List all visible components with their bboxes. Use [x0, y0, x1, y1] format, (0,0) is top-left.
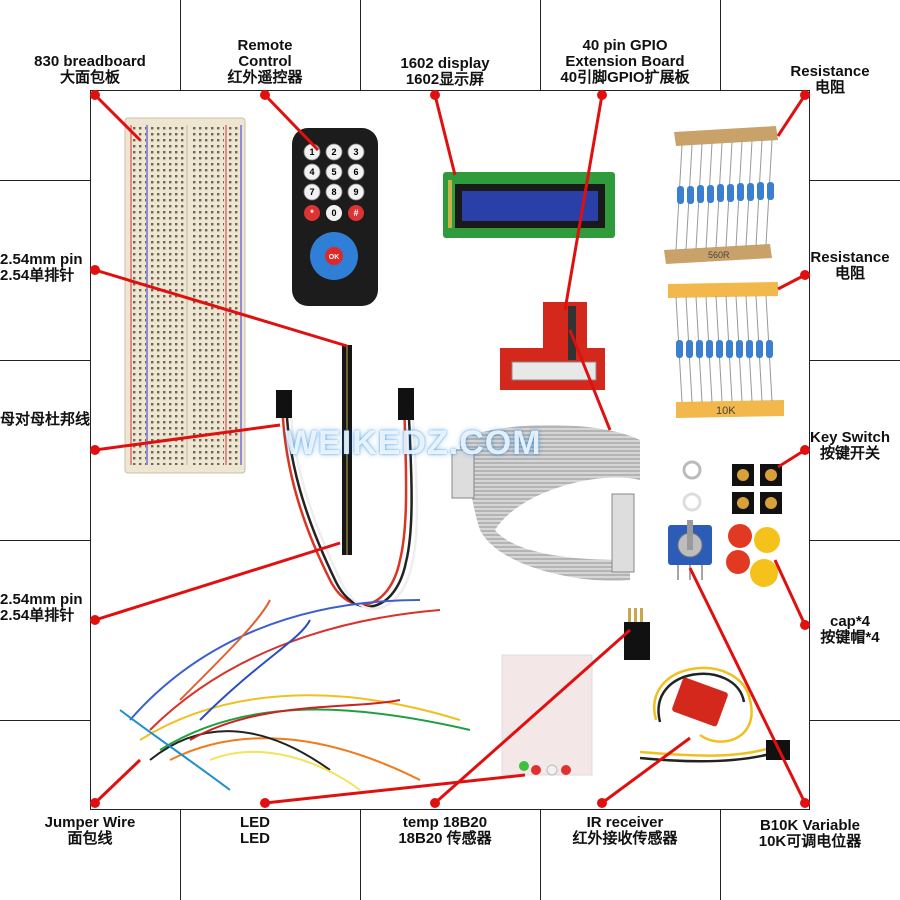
- led-bag-image: [501, 654, 593, 776]
- lcd-display-image: [443, 172, 615, 238]
- remote-key-hash: #: [353, 208, 358, 218]
- leader-dots: [90, 90, 810, 808]
- remote-key-2: 2: [331, 147, 336, 157]
- remote-control-image: 1 2 3 4 5 6 7 8 9 * 0 # OK: [292, 128, 378, 306]
- resistor-strip-bottom-image: 10K: [668, 282, 784, 418]
- grid-divider: [810, 540, 900, 541]
- remote-key-ok: OK: [329, 254, 340, 261]
- resistor-tag-10k: 10K: [716, 405, 736, 417]
- gpio-board-image: [500, 302, 605, 390]
- label-dupont: 母对母杜邦线: [0, 411, 91, 428]
- jumper-wires-image: [119, 599, 471, 791]
- ir-receiver-image: [639, 666, 790, 763]
- pin-header-image: [342, 345, 352, 555]
- remote-key-6: 6: [353, 167, 358, 177]
- remote-key-0: 0: [331, 208, 336, 218]
- grid-divider: [720, 810, 721, 900]
- grid-divider: [810, 180, 900, 181]
- grid-divider: [360, 0, 361, 90]
- remote-key-9: 9: [353, 187, 358, 197]
- temp-sensor-image: [624, 608, 650, 660]
- resistor-tag-560r: 560R: [708, 250, 730, 260]
- grid-divider: [0, 180, 90, 181]
- potentiometer-image: [668, 460, 712, 580]
- remote-key-8: 8: [331, 187, 336, 197]
- grid-divider: [360, 810, 361, 900]
- grid-divider: [810, 720, 900, 721]
- grid-divider: [720, 0, 721, 90]
- remote-key-5: 5: [331, 167, 336, 177]
- grid-divider: [0, 540, 90, 541]
- leader-lines: [93, 93, 807, 805]
- grid-divider: [180, 0, 181, 90]
- remote-key-7: 7: [309, 187, 314, 197]
- ribbon-cable-image: [451, 425, 640, 581]
- grid-divider: [180, 810, 181, 900]
- remote-key-1: 1: [309, 147, 314, 157]
- resistor-strip-top-image: 560R: [664, 126, 778, 264]
- grid-divider: [0, 720, 90, 721]
- dupont-cable-image: [276, 388, 419, 610]
- remote-key-3: 3: [353, 147, 358, 157]
- remote-key-4: 4: [309, 167, 314, 177]
- button-cap-image: [726, 524, 780, 587]
- key-switch-image: [732, 464, 782, 514]
- watermark: WEIKEDZ.COM: [285, 424, 542, 462]
- grid-divider: [0, 360, 90, 361]
- grid-divider: [540, 0, 541, 90]
- breadboard-image: [124, 117, 246, 474]
- grid-divider: [540, 810, 541, 900]
- grid-divider: [810, 360, 900, 361]
- remote-key-star: *: [310, 208, 314, 218]
